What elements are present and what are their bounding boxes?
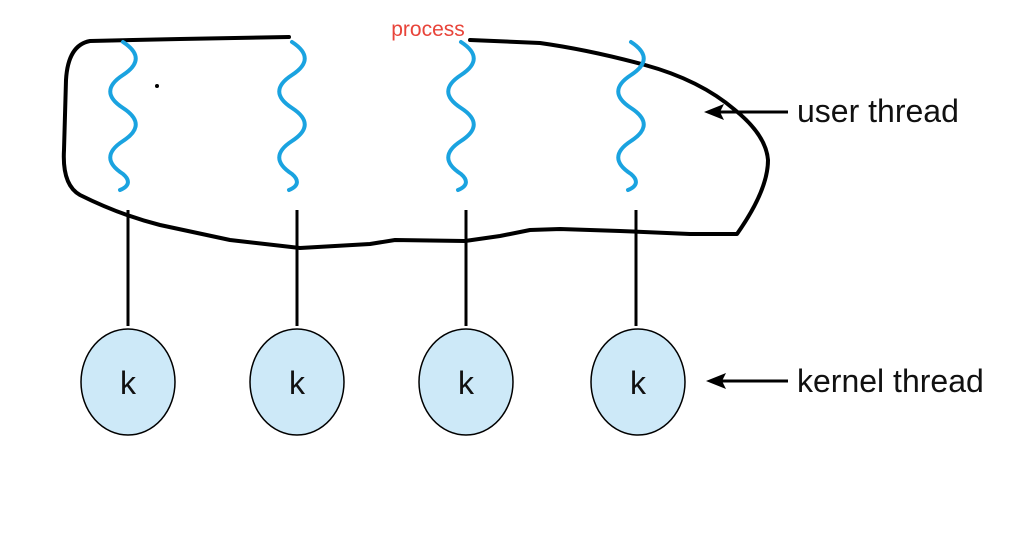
kernel-threads: k k k k [80, 328, 686, 436]
process-outline [61, 35, 770, 250]
user-thread-label: user thread [797, 93, 959, 129]
kernel-thread-label: k [289, 365, 306, 401]
kernel-thread-circle [249, 328, 345, 436]
user-thread-2 [277, 40, 307, 192]
kernel-thread-circle [418, 328, 514, 436]
stray-dot [155, 84, 159, 88]
kernel-thread-1: k [80, 328, 176, 436]
kernel-thread-4: k [590, 328, 686, 436]
kernel-thread-label-text: kernel thread [797, 363, 984, 399]
kernel-thread-2: k [249, 328, 345, 436]
arrow-left-icon [704, 104, 724, 120]
kernel-thread-label: k [630, 365, 647, 401]
kernel-thread-circle [590, 328, 686, 436]
user-thread-3 [446, 40, 476, 192]
kernel-thread-3: k [418, 328, 514, 436]
arrow-left-icon [706, 373, 726, 389]
kernel-thread-circle [80, 328, 176, 436]
user-thread-annotation: user thread [704, 93, 959, 129]
kernel-thread-label: k [120, 365, 137, 401]
kernel-thread-label: k [458, 365, 475, 401]
user-threads [108, 40, 646, 192]
process-label: process [391, 18, 465, 41]
user-thread-4 [616, 40, 646, 192]
user-thread-1 [108, 40, 138, 192]
kernel-thread-annotation: kernel thread [706, 363, 984, 399]
connector-lines [126, 210, 638, 326]
